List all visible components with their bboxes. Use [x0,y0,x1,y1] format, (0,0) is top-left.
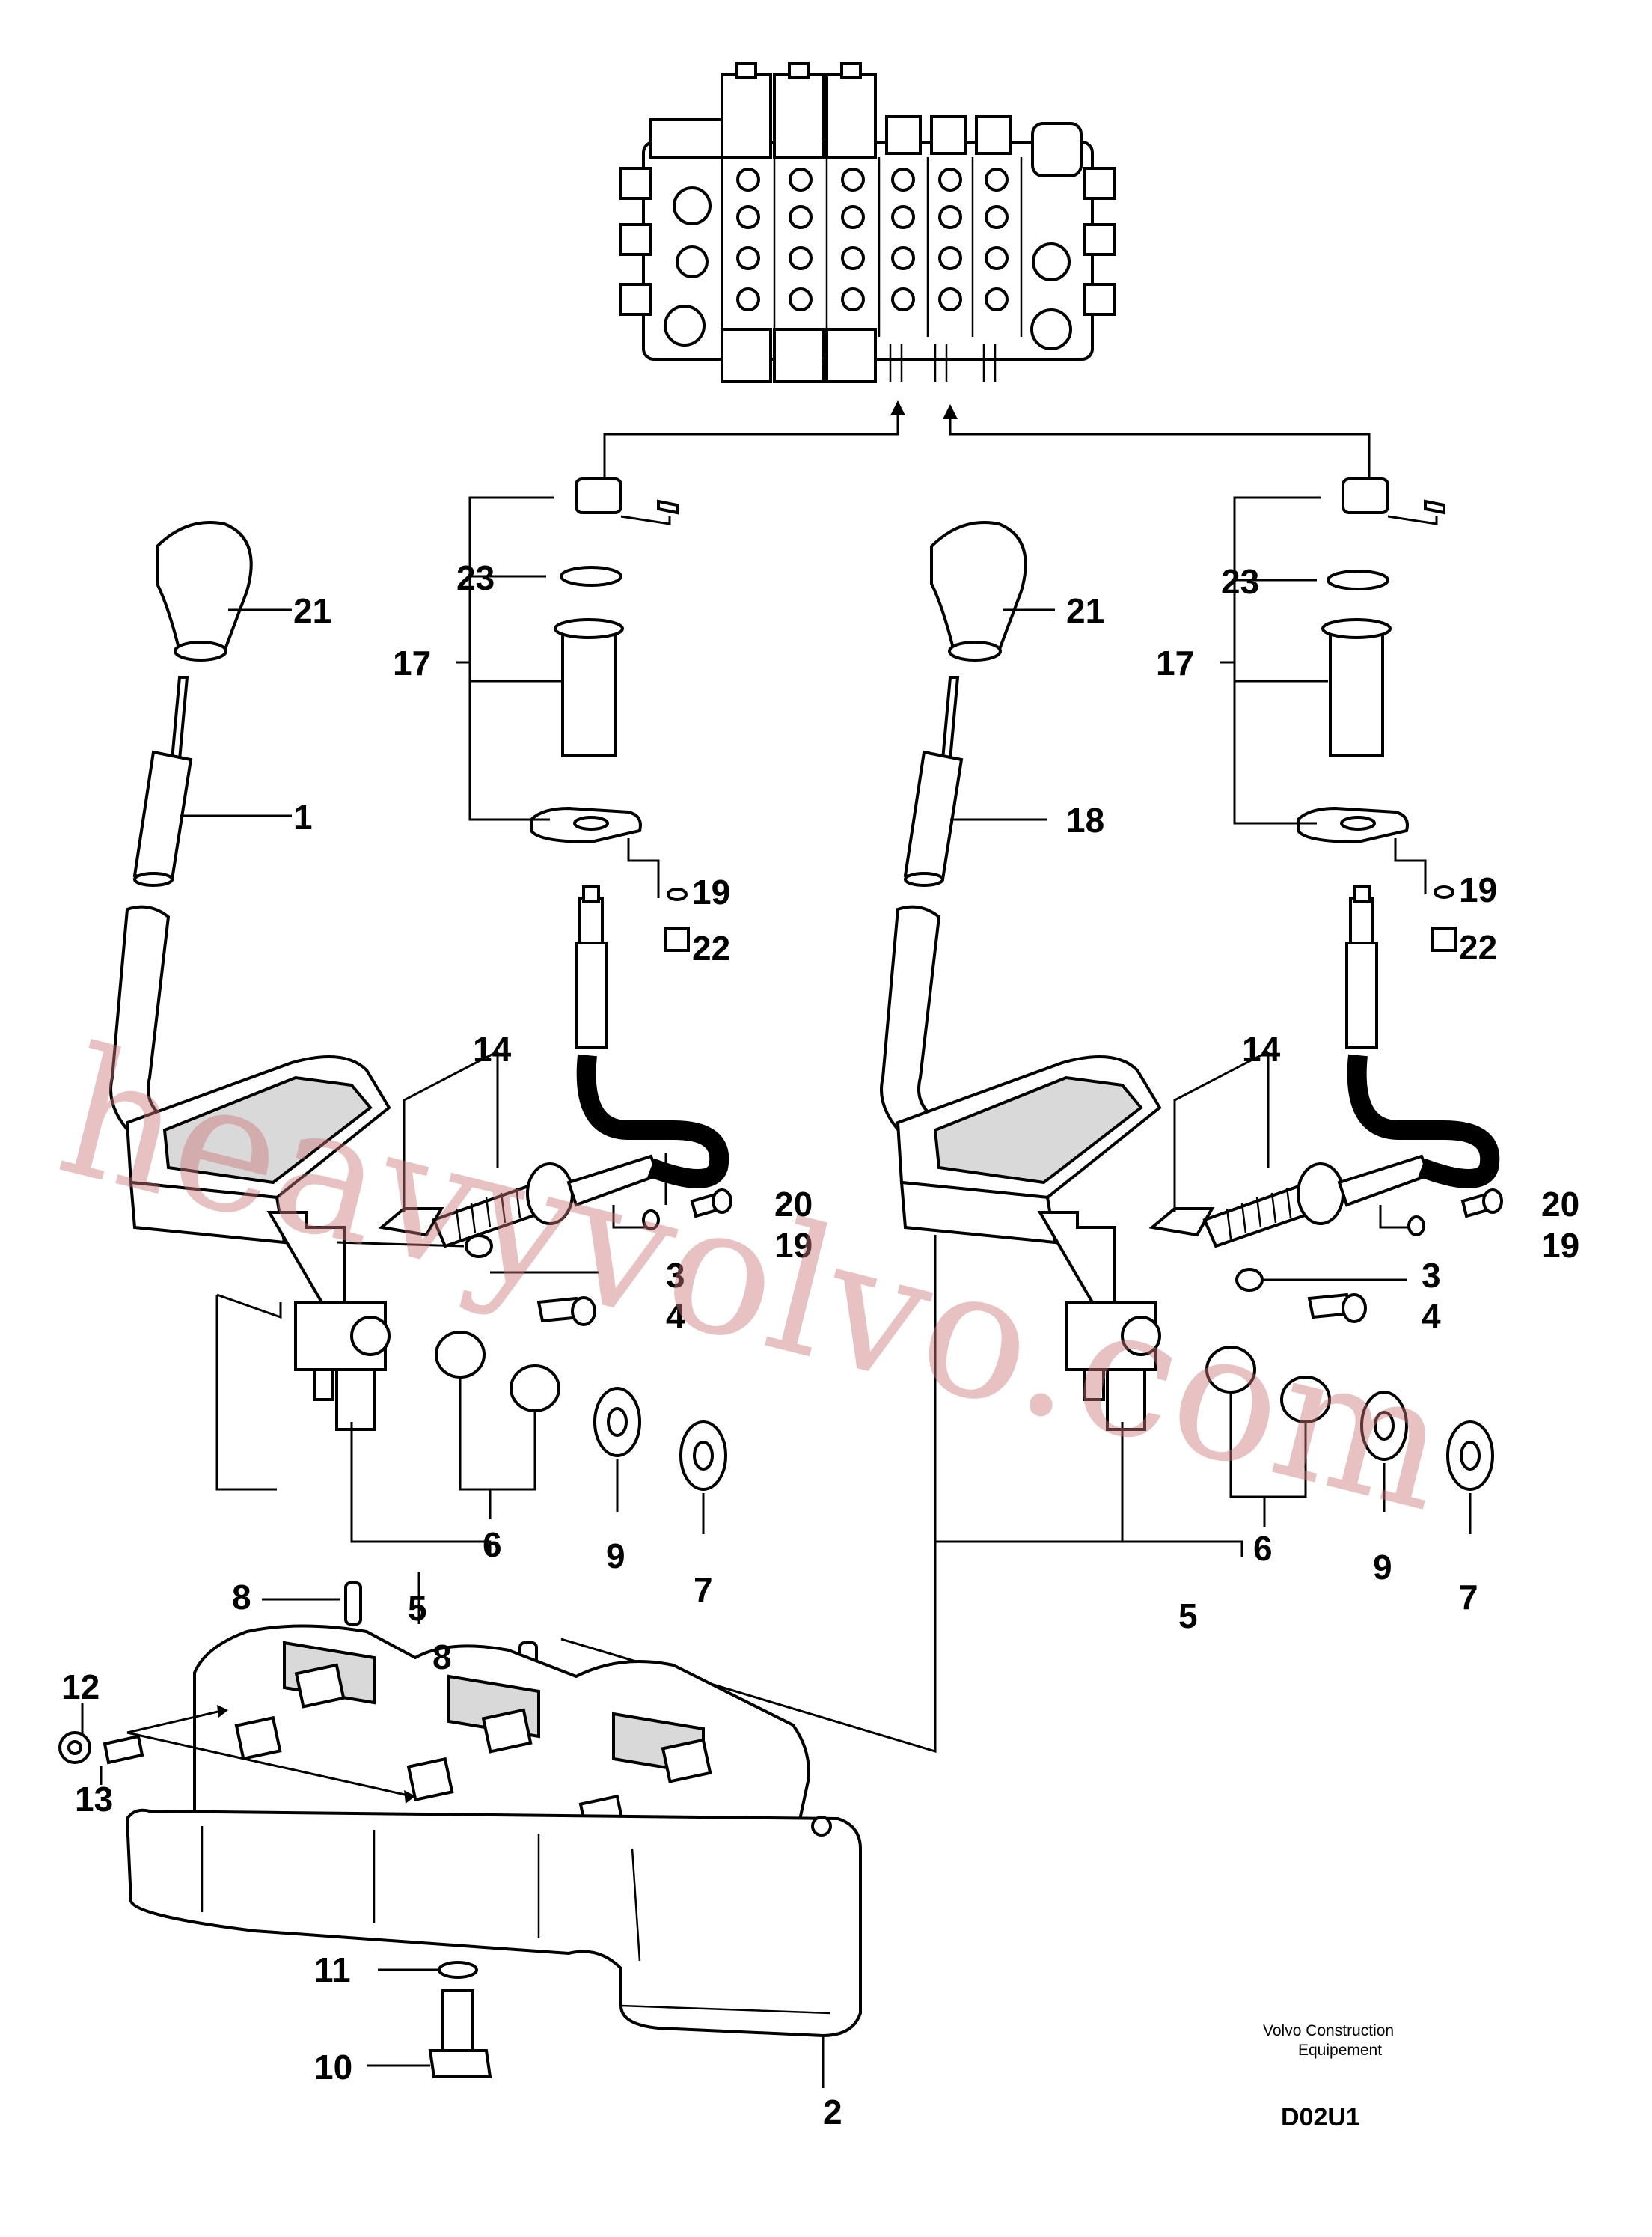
callout-1: 1 [293,798,313,837]
callout-9-right: 9 [1373,1548,1392,1587]
right-lever-assembly [560,477,1503,1754]
callout-3-left: 3 [666,1256,685,1295]
callout-6-right: 6 [1253,1529,1273,1568]
callout-3-right: 3 [1422,1256,1441,1295]
callout-23-left: 23 [456,558,495,597]
callout-12: 12 [61,1667,100,1706]
callout-17-right: 17 [1156,644,1194,683]
callout-11: 11 [314,1950,351,1989]
callout-14-right: 14 [1242,1030,1281,1069]
part-callouts: 21 1 23 17 19 22 14 20 19 3 4 6 9 7 5 8 … [61,558,1579,2131]
callout-5-left: 5 [408,1589,427,1628]
control-valve-block [620,62,1116,383]
callout-13: 13 [75,1780,113,1819]
callout-19-right-top: 19 [1459,870,1497,909]
callout-14-left: 14 [473,1030,512,1069]
callout-19-left-top: 19 [692,873,730,912]
callout-2: 2 [823,2093,842,2131]
callout-21-left: 21 [293,591,331,630]
callout-4-right: 4 [1422,1297,1441,1336]
drawing-code: D02U1 [1281,2103,1360,2131]
credit-line-1: Volvo Construction [1263,2022,1394,2039]
callout-19-right-bottom: 19 [1541,1226,1579,1265]
base-frame [58,1624,862,2088]
credit-line-2: Equipement [1298,2042,1382,2059]
callout-18: 18 [1066,801,1104,840]
callout-8-right: 8 [432,1638,452,1676]
callout-9-left: 9 [606,1536,625,1575]
callout-20-left: 20 [774,1185,813,1224]
callout-17-left: 17 [393,644,431,683]
callout-20-right: 20 [1541,1185,1579,1224]
callout-22-right: 22 [1459,928,1497,967]
callout-7-right: 7 [1459,1578,1478,1617]
callout-10: 10 [314,2048,352,2087]
callout-19-left-bottom: 19 [774,1226,813,1265]
left-lever-assembly [109,477,732,1685]
callout-5-right: 5 [1178,1596,1198,1635]
callout-4-left: 4 [666,1297,685,1336]
callout-23-right: 23 [1221,562,1259,601]
callout-22-left: 22 [692,929,730,968]
callout-21-right: 21 [1066,591,1104,630]
callout-7-left: 7 [694,1570,713,1609]
connection-lines-to-valve [603,400,1371,479]
callout-8-left: 8 [232,1578,251,1617]
callout-6-left: 6 [483,1525,502,1564]
